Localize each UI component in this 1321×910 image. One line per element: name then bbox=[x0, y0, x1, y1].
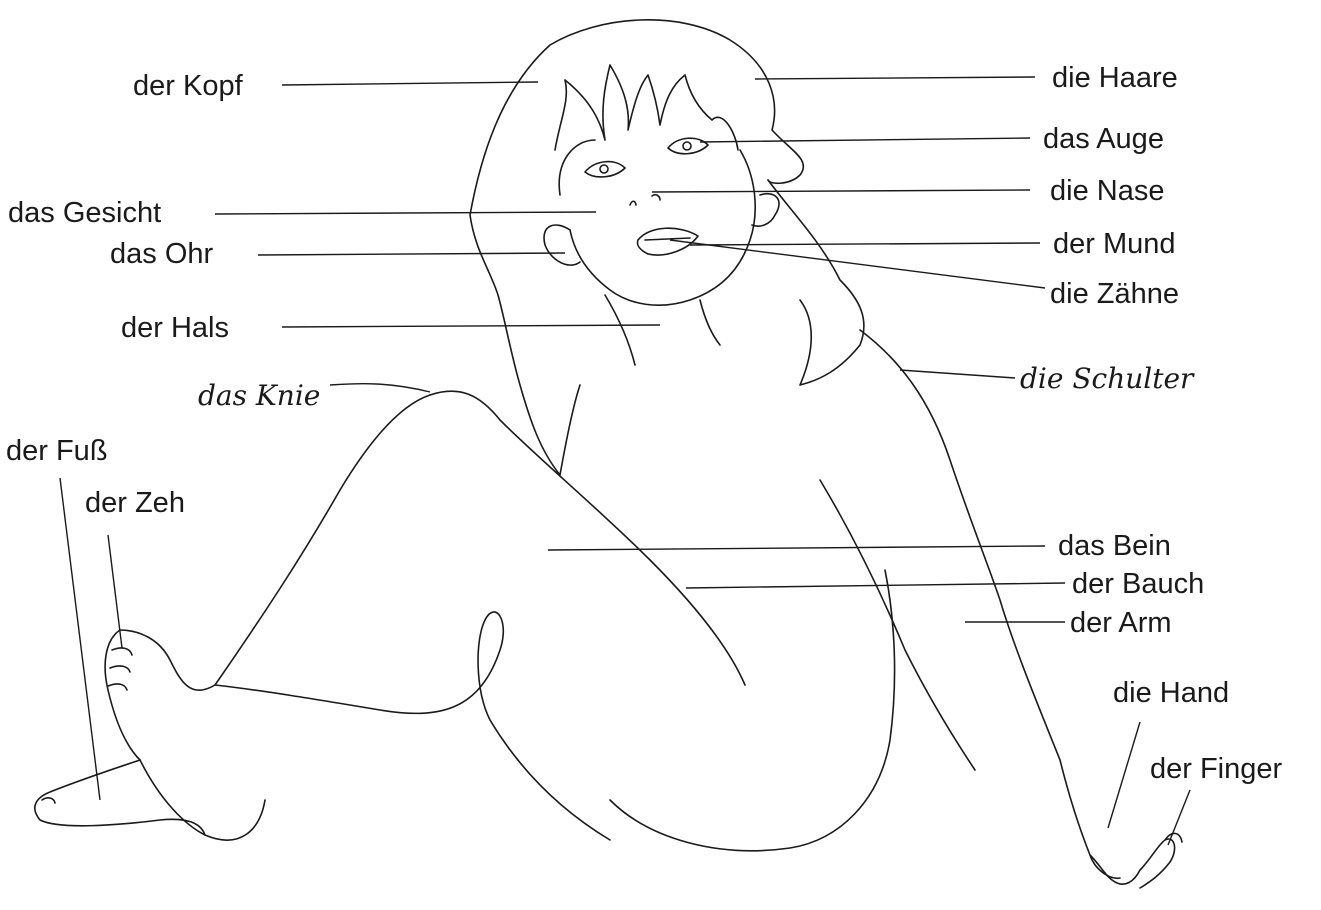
nose bbox=[630, 195, 660, 205]
label-zeh: der Zeh bbox=[85, 487, 185, 519]
leader-hals bbox=[282, 325, 660, 327]
right-pupil bbox=[683, 142, 691, 150]
right-eye bbox=[668, 138, 708, 154]
leader-hand bbox=[1108, 722, 1140, 828]
label-fuss: der Fuß bbox=[6, 435, 108, 467]
label-schulter: die Schulter bbox=[1020, 362, 1195, 395]
label-hals: der Hals bbox=[121, 312, 229, 344]
thigh-lower bbox=[215, 395, 430, 685]
label-zaehne: die Zähne bbox=[1050, 278, 1179, 310]
leader-ohr bbox=[258, 253, 565, 255]
leader-haare bbox=[755, 77, 1035, 79]
shoulder-arm-outline bbox=[860, 330, 1120, 878]
label-haare: die Haare bbox=[1052, 62, 1178, 94]
label-hand: die Hand bbox=[1113, 677, 1229, 709]
face-outline bbox=[559, 140, 755, 305]
label-kopf: der Kopf bbox=[133, 70, 244, 102]
hair-bangs bbox=[555, 65, 738, 150]
foot-outline bbox=[35, 630, 215, 835]
left-eye bbox=[585, 162, 625, 177]
labels: der Kopf die Haare das Auge das Gesicht … bbox=[6, 62, 1283, 785]
label-auge: das Auge bbox=[1043, 123, 1164, 155]
label-bein: das Bein bbox=[1058, 530, 1171, 562]
leader-lines bbox=[60, 77, 1190, 845]
leader-finger bbox=[1168, 790, 1190, 845]
leader-fuss bbox=[60, 478, 100, 800]
leader-kopf bbox=[282, 82, 538, 85]
leader-nase bbox=[652, 190, 1030, 192]
label-arm: der Arm bbox=[1070, 607, 1172, 639]
label-gesicht: das Gesicht bbox=[8, 197, 161, 229]
label-bauch: der Bauch bbox=[1072, 568, 1204, 600]
lower-leg bbox=[140, 760, 265, 840]
hair-outline bbox=[470, 20, 803, 475]
thigh-upper bbox=[430, 391, 745, 685]
leader-knie bbox=[330, 384, 430, 392]
leader-schulter bbox=[900, 370, 1015, 378]
left-pupil bbox=[600, 165, 608, 173]
inner-arm-line bbox=[820, 480, 975, 770]
label-finger: der Finger bbox=[1150, 753, 1283, 785]
leader-mund bbox=[690, 243, 1040, 245]
leader-zaehne bbox=[670, 240, 1045, 288]
label-nase: die Nase bbox=[1050, 175, 1164, 207]
hand-fingers bbox=[1090, 833, 1182, 888]
label-mund: der Mund bbox=[1053, 228, 1176, 260]
belly-outline bbox=[610, 570, 895, 851]
calf-outline bbox=[215, 612, 610, 840]
leader-zeh bbox=[108, 535, 122, 648]
leader-gesicht bbox=[215, 212, 596, 214]
label-knie: das Knie bbox=[198, 379, 320, 412]
child-figure bbox=[35, 20, 1182, 888]
label-ohr: das Ohr bbox=[110, 238, 213, 270]
right-ear bbox=[752, 194, 779, 226]
mouth bbox=[637, 228, 698, 255]
leader-bein bbox=[548, 546, 1045, 550]
hair-right-strands bbox=[768, 180, 864, 385]
leader-auge bbox=[700, 138, 1030, 142]
